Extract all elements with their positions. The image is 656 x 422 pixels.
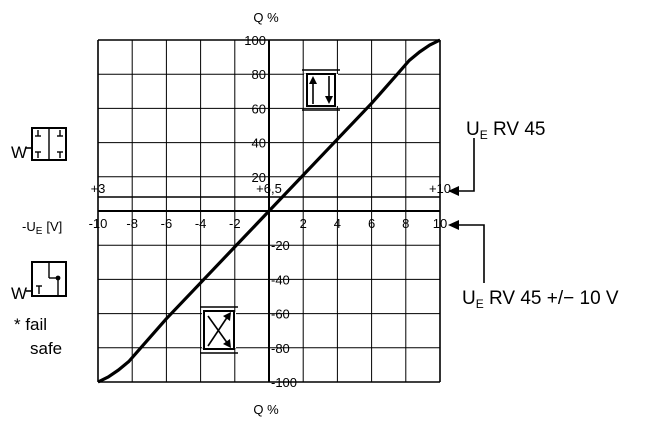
secondary-tick-label: +6,5 <box>256 181 282 196</box>
characteristic-curve <box>97 38 441 384</box>
y-tick-label: 40 <box>252 136 266 151</box>
solenoid-normal-icon: W <box>11 127 67 162</box>
ue-rv45-pm-label: UE RV 45 +/− 10 V <box>462 288 619 311</box>
x-tick-label: 8 <box>402 216 409 231</box>
fail-safe-label-line2: safe <box>30 339 62 358</box>
secondary-tick-label: +10 <box>429 181 451 196</box>
x-tick-label: -4 <box>195 216 207 231</box>
y-tick-label: -20 <box>271 238 290 253</box>
y-tick-label: 80 <box>252 67 266 82</box>
x-tick-label: -10 <box>89 216 108 231</box>
chart-tick-labels: -10 -8 -6 -4 -2 2 4 6 8 10 20 40 60 80 100 -20 -40 -60 -80… <box>89 33 451 390</box>
y-tick-label: -60 <box>271 307 290 322</box>
x-tick-label: 2 <box>300 216 307 231</box>
y-tick-label: -80 <box>271 341 290 356</box>
fail-safe-label-line1: * fail <box>14 315 47 334</box>
y-tick-label: 60 <box>252 101 266 116</box>
ue-rv45-label: UE RV 45 <box>466 119 546 142</box>
svg-text:W: W <box>11 284 27 303</box>
leader-arrow-ue-rv45-pm <box>448 220 485 283</box>
leader-arrow-ue-rv45 <box>448 138 475 196</box>
y-tick-label: -40 <box>271 272 290 287</box>
secondary-tick-label: +3 <box>91 181 106 196</box>
x-tick-label: 10 <box>433 216 447 231</box>
x-tick-label: -6 <box>161 216 173 231</box>
valve-crossed-arrows-icon <box>200 306 238 354</box>
x-axis-label: -UE[V] <box>22 219 62 237</box>
y-tick-label: -100 <box>271 375 297 390</box>
x-tick-label: 6 <box>368 216 375 231</box>
x-tick-label: -2 <box>229 216 241 231</box>
svg-text:W: W <box>11 143 27 162</box>
y-tick-label: 100 <box>244 33 266 48</box>
y-tick-label: 20 <box>252 170 266 185</box>
y-axis-label-top: Q % <box>253 10 279 25</box>
valve-straight-arrows-icon <box>302 69 340 111</box>
solenoid-failsafe-icon: W <box>11 261 67 303</box>
svg-text:-UE[V]: -UE[V] <box>22 219 62 237</box>
y-axis-label-bottom: Q % <box>253 402 279 417</box>
x-tick-label: 4 <box>334 216 341 231</box>
x-tick-label: -8 <box>126 216 138 231</box>
